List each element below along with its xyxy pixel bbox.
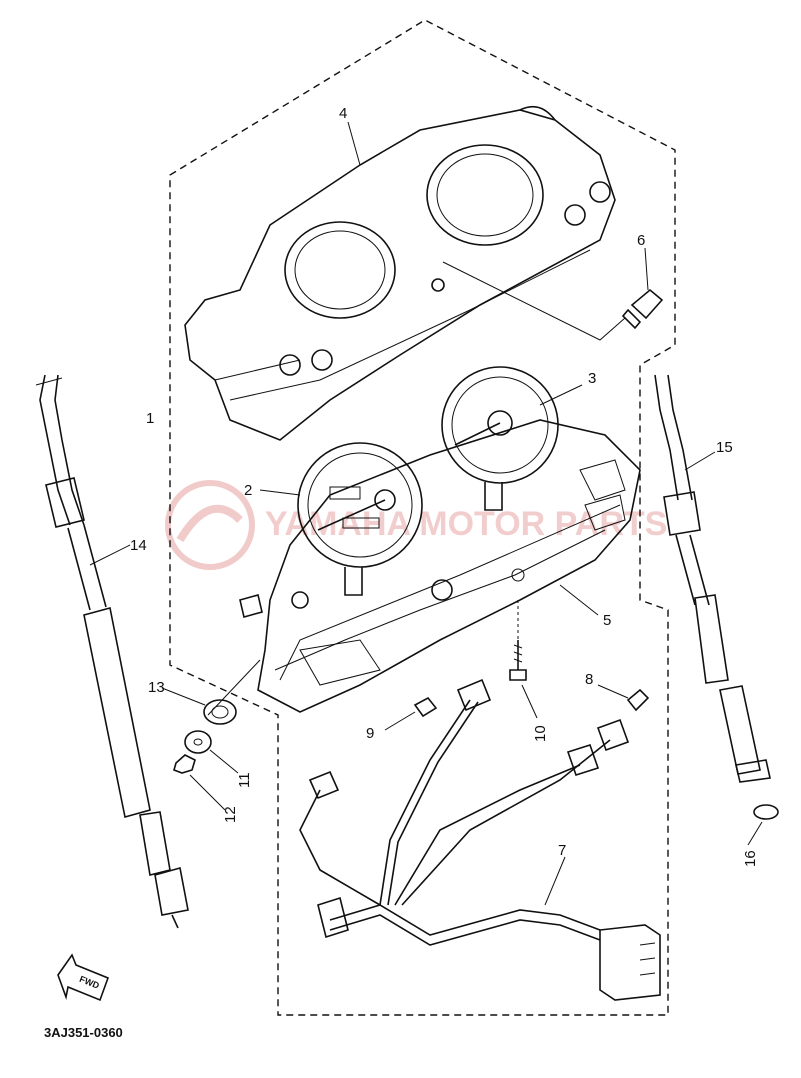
leader-lines — [89, 121, 763, 906]
meter-cover — [184, 105, 616, 441]
assembly-boundary — [169, 19, 676, 1016]
callout-3: 3 — [588, 370, 596, 387]
bulb-8 — [626, 688, 650, 712]
meter-housing — [239, 419, 641, 713]
washer-11 — [184, 730, 212, 754]
callout-5: 5 — [603, 612, 611, 629]
callout-8: 8 — [585, 671, 593, 688]
callout-9: 9 — [366, 725, 374, 742]
callout-10: 10 — [532, 725, 549, 742]
callouts: 4 6 3 1 2 15 14 5 13 8 9 10 11 12 16 7 — [130, 105, 759, 867]
bulb-socket — [621, 288, 664, 330]
callout-1: 1 — [146, 410, 154, 427]
tachometer — [441, 366, 559, 511]
watermark: YAMAHA MOTOR PARTS — [165, 480, 667, 570]
nut-9 — [413, 696, 438, 718]
screw-10 — [509, 600, 527, 681]
callout-12: 12 — [222, 806, 239, 823]
callout-14: 14 — [130, 537, 147, 554]
callout-11: 11 — [236, 772, 253, 788]
diagram-code: 3AJ351-0360 — [44, 1025, 123, 1040]
tachometer-cable — [654, 374, 771, 783]
fwd-label: FWD — [78, 974, 101, 991]
speedometer-cable — [35, 374, 189, 929]
callout-13: 13 — [148, 679, 165, 696]
fwd-arrow: FWD — [57, 953, 110, 1002]
callout-7: 7 — [558, 842, 566, 859]
callout-2: 2 — [244, 482, 252, 499]
grommet-13 — [203, 699, 237, 725]
nut-12 — [173, 754, 196, 774]
callout-16: 16 — [742, 850, 759, 867]
speedometer — [297, 442, 423, 596]
callout-15: 15 — [716, 439, 733, 456]
callout-6: 6 — [637, 232, 645, 249]
callout-4: 4 — [339, 105, 347, 122]
wire-harness — [299, 678, 661, 1001]
o-ring-16 — [753, 804, 779, 820]
